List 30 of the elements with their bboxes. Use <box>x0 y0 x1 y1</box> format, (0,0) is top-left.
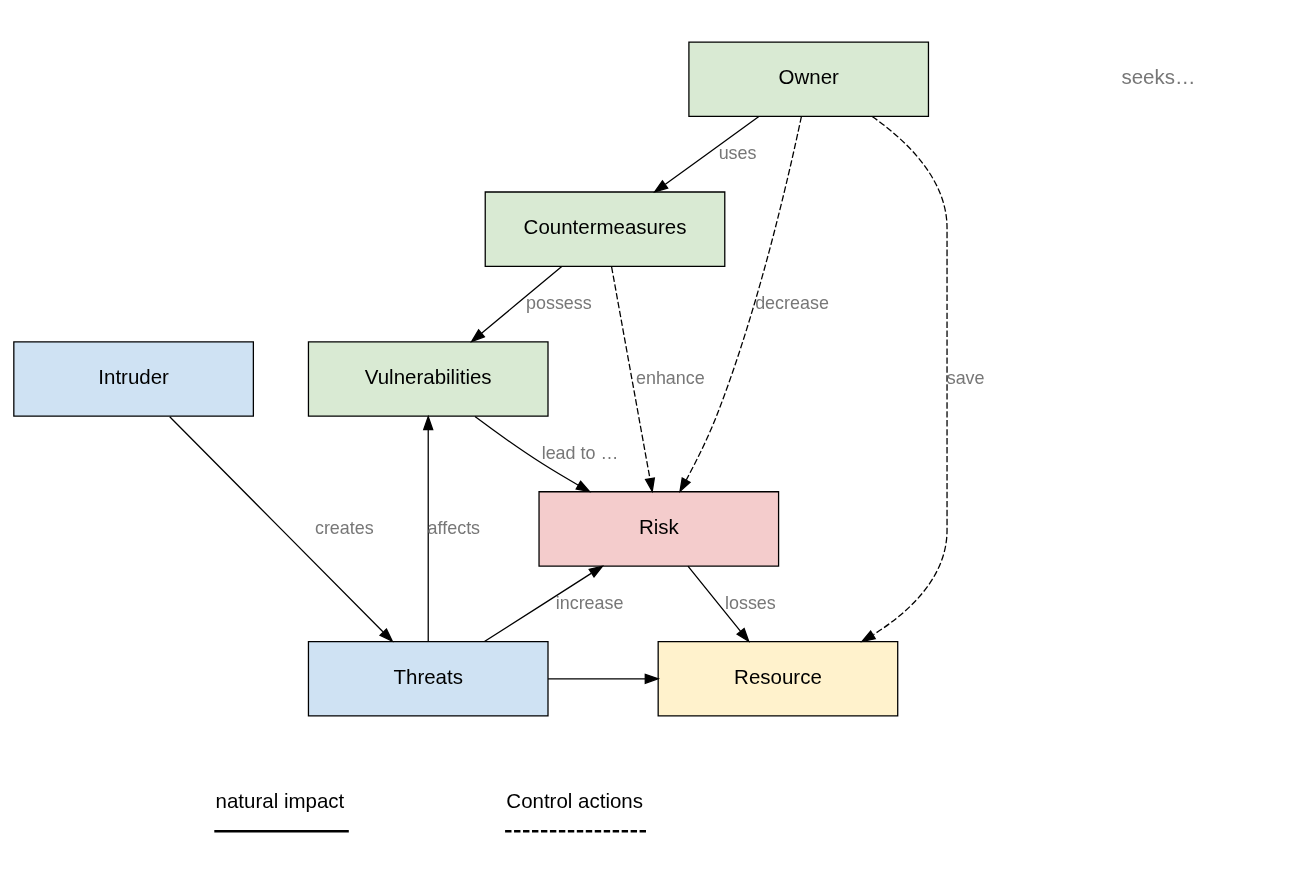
arrow <box>679 115 803 494</box>
edge-label: decrease <box>755 292 829 313</box>
edge-label: creates <box>314 517 374 538</box>
arrow <box>610 266 656 494</box>
arrow <box>422 414 434 642</box>
node-box: Risk <box>538 491 780 567</box>
edge-label: save <box>946 367 985 388</box>
arrow <box>483 565 605 643</box>
edge-label: enhance <box>635 367 705 388</box>
edge-label: losses <box>725 592 776 613</box>
arrow <box>860 115 948 643</box>
arrow <box>470 265 563 343</box>
arrow <box>474 415 592 493</box>
edge-label: possess <box>526 292 592 313</box>
node-box: Resource <box>657 641 899 717</box>
arrow <box>547 673 660 685</box>
legend-label: natural impact <box>215 788 345 812</box>
edge-label: lead to … <box>541 442 619 463</box>
node-box: Countermeasures <box>484 191 726 267</box>
node-box: Owner <box>688 41 930 118</box>
arrow <box>169 416 394 643</box>
arrow <box>687 565 750 643</box>
edge-label: increase <box>555 592 624 613</box>
node-box: Intruder <box>13 341 254 417</box>
edge-label: uses <box>718 142 757 163</box>
node-box: Threats <box>307 641 549 717</box>
legend-label: Control actions <box>506 788 644 812</box>
node-box: Vulnerabilities <box>307 341 549 417</box>
label: seeks… <box>1121 65 1196 89</box>
arrow <box>653 115 760 194</box>
